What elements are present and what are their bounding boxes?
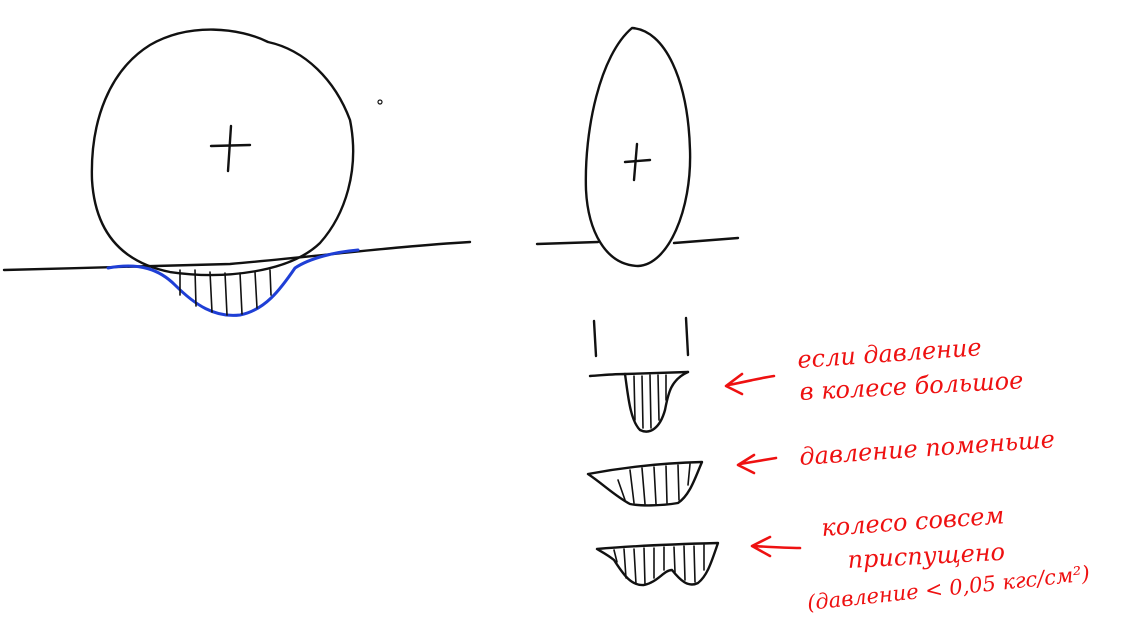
annotation-3-line-2: приспущено (847, 538, 1006, 574)
annotation-high-pressure: если давление в колесе большое (796, 333, 1024, 406)
narrow-wheel-group (535, 26, 740, 268)
wheel-side-right (684, 316, 690, 357)
profile-high-pressure (588, 316, 690, 433)
round-wheel-group (2, 28, 472, 317)
ground-line-right-right (672, 236, 740, 245)
annotation-3-line-1: колесо совсем (820, 501, 1005, 542)
annotation-flat-tire: колесо совсем приспущено (давление < 0,0… (806, 501, 1091, 615)
contact-hatching-left (179, 269, 272, 316)
contact-profile-1 (588, 370, 690, 433)
stray-mark (377, 99, 383, 105)
red-arrow-icon (736, 453, 778, 475)
contact-profile-2 (586, 460, 704, 507)
annotation-2-line-1: давление поменьше (798, 425, 1055, 471)
cross-icon (209, 124, 252, 173)
hatching-3 (613, 544, 705, 586)
contact-profile-3 (595, 541, 720, 587)
hatching-2 (617, 463, 691, 505)
annotation-1-line-2: в колесе большое (799, 366, 1024, 406)
round-wheel (90, 28, 355, 277)
ground-line-right-left (535, 240, 600, 246)
annotation-1-line-1: если давление (796, 333, 982, 374)
red-arrow-icon (750, 535, 802, 558)
wheel-side-left (592, 319, 598, 358)
hatching-1 (633, 374, 667, 429)
annotation-medium-pressure: давление поменьше (798, 425, 1055, 471)
ground-line-left (2, 240, 472, 272)
profile-medium-pressure (586, 460, 704, 507)
cross-icon (623, 142, 652, 182)
soil-deformation-curve (106, 248, 360, 317)
narrow-wheel (584, 26, 692, 268)
red-arrow-icon (724, 372, 776, 396)
profile-flat-tire (595, 541, 720, 587)
